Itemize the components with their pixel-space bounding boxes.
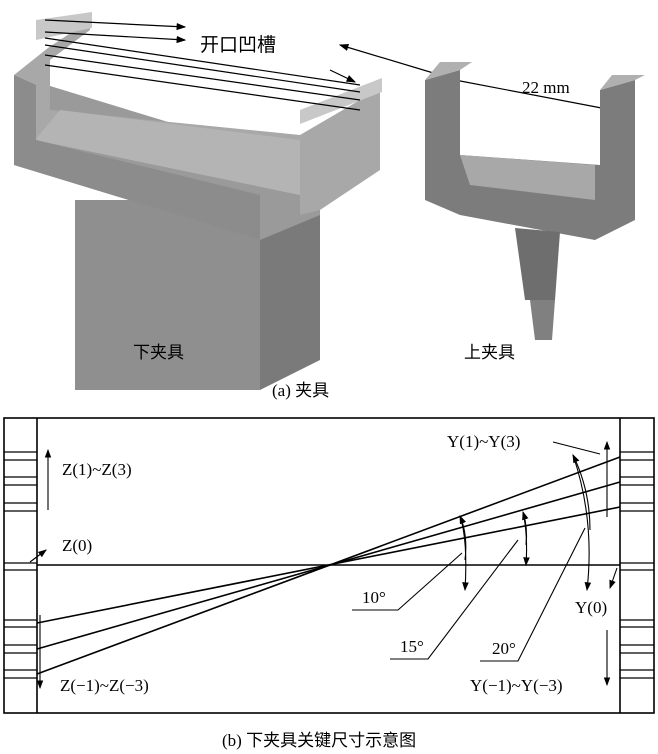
label-y-pos: Y(1)~Y(3) bbox=[447, 432, 521, 451]
lower-fixture-label: 下夹具 bbox=[133, 343, 184, 362]
caption-b: (b) 下夹具关键尺寸示意图 bbox=[222, 731, 417, 750]
lower-fixture-schematic bbox=[3, 417, 655, 714]
label-angle-20: 20° bbox=[492, 639, 516, 658]
label-y-neg: Y(−1)~Y(−3) bbox=[470, 676, 563, 695]
label-z-neg: Z(−1)~Z(−3) bbox=[60, 676, 149, 695]
label-angle-15: 15° bbox=[400, 637, 424, 656]
label-z-zero: Z(0) bbox=[62, 536, 93, 555]
caption-a: (a) 夹具 bbox=[272, 381, 330, 400]
lower-fixture-model bbox=[14, 12, 382, 390]
groove-label: 开口凹槽 bbox=[200, 35, 277, 56]
upper-fixture-model bbox=[425, 62, 645, 340]
label-angle-10: 10° bbox=[362, 588, 386, 607]
dimension-label: 22 mm bbox=[522, 78, 570, 97]
label-y-zero: Y(0) bbox=[575, 598, 608, 617]
label-z-pos: Z(1)~Z(3) bbox=[62, 460, 132, 479]
groove-leader-lines bbox=[44, 19, 613, 111]
upper-fixture-label: 上夹具 bbox=[464, 343, 515, 362]
